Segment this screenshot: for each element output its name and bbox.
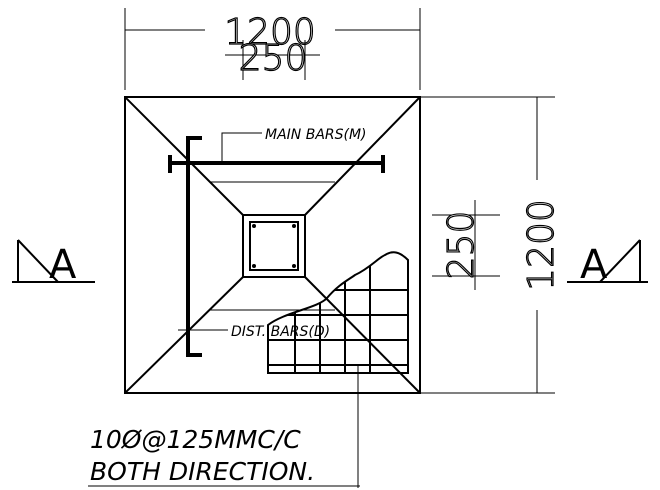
top-width-dimension: 1200	[124, 8, 421, 90]
distribution-bar: DIST. BARS(D)	[178, 136, 330, 357]
right-height-dimension: 1200	[420, 96, 563, 394]
column	[242, 214, 306, 278]
column-bar	[252, 264, 256, 268]
column-height-label: 250	[441, 211, 482, 280]
section-left-triangle-vertical	[17, 240, 58, 283]
section-right-triangle-vertical	[600, 240, 641, 283]
overall-width-label: 1200	[224, 12, 316, 53]
main-bar: MAIN BARS(M)	[168, 127, 385, 173]
section-right-letter: A	[580, 242, 608, 288]
slope-line-bottom-left	[124, 276, 244, 394]
reinforcement-note: 10Ø@125MMC/C BOTH DIRECTION.	[88, 425, 360, 487]
column-width-label: 250	[239, 38, 308, 79]
cutout-boundary	[267, 251, 409, 374]
section-left-letter: A	[49, 242, 77, 288]
column-bar	[292, 224, 296, 228]
section-left-triangle-hypotenuse	[17, 239, 59, 283]
column-inner	[249, 221, 299, 271]
main-bar-leader	[221, 132, 262, 163]
note-line-1: 10Ø@125MMC/C	[90, 425, 301, 454]
section-marker-right: A	[567, 239, 648, 288]
footing-outer-square	[124, 96, 421, 394]
column-outer	[242, 214, 306, 278]
overall-height-label: 1200	[521, 199, 562, 291]
slope-line-top-left	[124, 96, 244, 216]
column-height-dimension: 250	[432, 200, 500, 290]
note-line-2: BOTH DIRECTION.	[90, 457, 315, 486]
dist-bars-label: DIST. BARS(D)	[231, 324, 330, 340]
column-bar	[292, 264, 296, 268]
section-right-triangle-hypotenuse	[599, 239, 641, 283]
column-bar	[252, 224, 256, 228]
main-bars-label: MAIN BARS(M)	[265, 127, 367, 143]
section-marker-left: A	[12, 239, 95, 288]
column-width-dimension: 250	[225, 37, 320, 80]
slope-line-top-right	[304, 96, 421, 216]
